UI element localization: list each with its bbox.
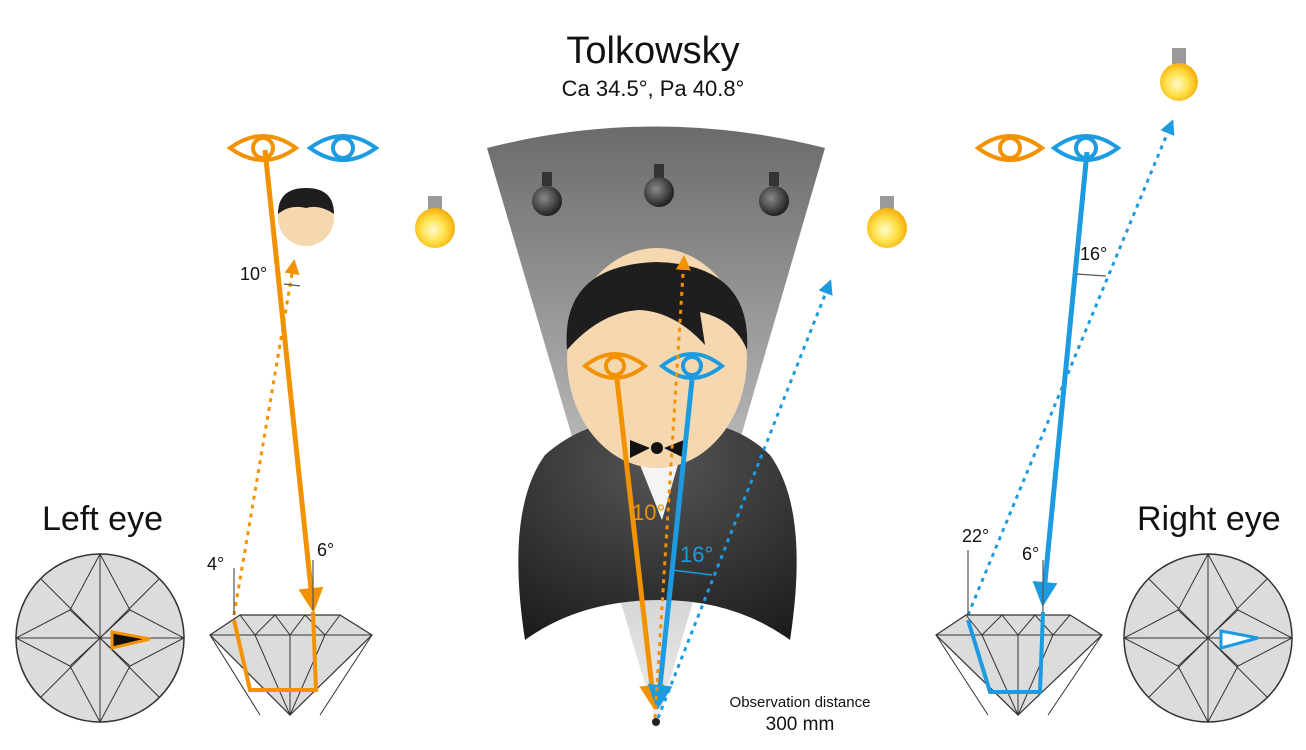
center-blue-ray xyxy=(647,379,695,710)
diagram-title: Tolkowsky xyxy=(566,30,740,72)
center-angle-arc xyxy=(671,569,713,576)
angle-right-entry: 22° xyxy=(962,526,990,546)
bow-tie-icon xyxy=(630,440,684,458)
right-eye-label: Right eye xyxy=(1137,500,1281,538)
observer-left-eye-icon xyxy=(581,352,649,380)
left-panel xyxy=(14,134,455,724)
left-dotted-ray xyxy=(232,259,300,616)
right-gem-top xyxy=(1122,552,1294,724)
left-gem-top xyxy=(14,552,186,724)
angle-left-exit: 6° xyxy=(317,540,335,560)
observation-point xyxy=(652,718,660,726)
angle-left-entry: 4° xyxy=(207,554,225,574)
lit-bulb-icon xyxy=(415,196,455,248)
observation-distance-value: 300 mm xyxy=(765,714,835,735)
center-blue-dotted-ray xyxy=(656,279,833,719)
left-gem-profile xyxy=(209,614,373,717)
right-dotted-ray xyxy=(966,119,1175,616)
angle-center-orange: 10° xyxy=(632,500,666,525)
orange-eye-icon xyxy=(974,134,1046,162)
dim-bulb-icon xyxy=(532,172,562,216)
angle-center-blue: 16° xyxy=(680,542,714,567)
observer-suit xyxy=(518,419,797,640)
small-head-icon xyxy=(278,188,334,246)
right-internal-path xyxy=(966,611,1045,694)
blue-eye-icon xyxy=(306,134,380,162)
observation-distance-label: Observation distance xyxy=(729,694,871,711)
observer-hair xyxy=(566,262,748,350)
right-panel xyxy=(867,48,1294,724)
right-top-angle-mark xyxy=(1075,273,1107,277)
center-observer xyxy=(487,126,833,726)
left-solid-ray xyxy=(262,149,324,613)
right-solid-ray xyxy=(1032,151,1090,607)
angle-right-exit: 6° xyxy=(1022,544,1040,564)
dim-bulb-icon xyxy=(644,164,674,207)
dim-bulb-icon xyxy=(759,172,789,216)
left-internal-path xyxy=(232,611,319,692)
left-eye-label: Left eye xyxy=(42,500,163,538)
observer-right-eye-icon xyxy=(658,352,726,380)
diagram-subtitle: Ca 34.5°, Pa 40.8° xyxy=(561,76,745,101)
orange-eye-icon xyxy=(226,134,300,162)
right-gem-profile xyxy=(935,614,1103,717)
center-orange-ray xyxy=(614,379,665,710)
lit-bulb-icon xyxy=(1160,48,1198,101)
lit-bulb-icon xyxy=(867,196,907,248)
angle-right-top: 16° xyxy=(1080,244,1108,264)
left-top-angle-mark xyxy=(283,283,301,287)
angle-left-top: 10° xyxy=(240,264,268,284)
